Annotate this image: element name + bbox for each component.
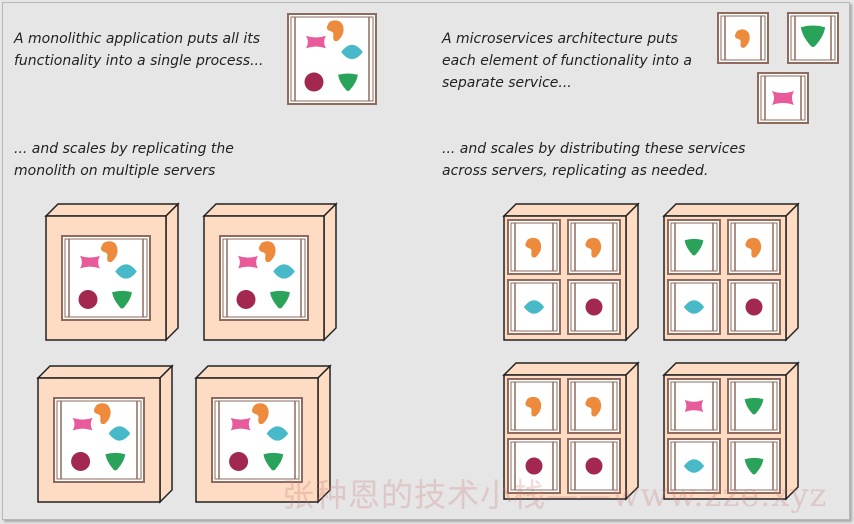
pink-bowtie-icon: [80, 255, 100, 269]
orange-blob-icon: [326, 20, 344, 42]
service-cyan-diamond: [667, 438, 721, 494]
green-triangle-icon: [744, 457, 764, 475]
maroon-circle-icon: [304, 72, 324, 92]
monolith-process: [211, 397, 303, 483]
pink-bowtie-icon: [230, 417, 251, 431]
service-orange-blob: [507, 219, 561, 275]
orange-blob-icon: [258, 241, 276, 263]
orange-blob-icon: [585, 237, 602, 258]
service-green-triangle: [727, 378, 781, 434]
caption-micro-process: A microservices architecture puts each e…: [442, 31, 692, 91]
green-triangle-icon: [338, 73, 358, 91]
service-orange-blob: [567, 378, 621, 434]
maroon-circle-icon: [525, 457, 543, 475]
cyan-diamond-icon: [115, 264, 137, 279]
caption-monolith-process: A monolithic application puts all its fu…: [14, 31, 264, 69]
orange-blob-icon: [525, 237, 542, 258]
orange-blob-icon: [734, 29, 750, 48]
green-triangle-icon: [270, 290, 290, 309]
pink-bowtie-icon: [306, 35, 326, 49]
watermark-text: 张种恩的技术小栈——www.zze.xyz: [282, 476, 828, 514]
pink-bowtie-icon: [684, 400, 704, 412]
maroon-circle-icon: [745, 298, 763, 316]
orange-blob-icon: [745, 237, 762, 258]
monolith-process: [219, 235, 309, 321]
monolith-process: [61, 235, 151, 321]
maroon-circle-icon: [229, 451, 249, 471]
cyan-diamond-icon: [108, 426, 131, 441]
orange-blob-icon: [100, 241, 118, 263]
maroon-circle-icon: [236, 289, 256, 309]
orange-blob-icon: [251, 403, 269, 425]
caption-monolith-scale: ... and scales by replicating the monoli…: [14, 141, 234, 179]
maroon-circle-icon: [78, 289, 98, 309]
pink-bowtie-icon: [72, 417, 93, 431]
cyan-diamond-icon: [341, 44, 363, 60]
cyan-diamond-icon: [266, 426, 289, 441]
cyan-diamond-icon: [273, 264, 295, 279]
cyan-diamond-icon: [523, 300, 545, 314]
orange-blob-icon: [93, 403, 111, 425]
maroon-circle-icon: [585, 457, 603, 475]
monolith-process: [287, 13, 377, 105]
orange-blob-icon: [585, 396, 602, 417]
pink-bowtie-icon: [238, 255, 258, 269]
monolith-process: [53, 397, 145, 483]
green-triangle-icon: [112, 290, 132, 309]
maroon-circle-icon: [585, 298, 603, 316]
green-triangle-icon: [263, 452, 284, 471]
cyan-diamond-icon: [683, 300, 705, 314]
caption-micro-scale: ... and scales by distributing these ser…: [442, 141, 746, 179]
pink-bowtie-icon: [772, 91, 794, 105]
green-triangle-icon: [800, 25, 826, 47]
orange-blob-icon: [525, 396, 542, 417]
green-triangle-icon: [105, 452, 126, 471]
cyan-diamond-icon: [683, 459, 705, 473]
green-triangle-icon: [684, 238, 704, 256]
maroon-circle-icon: [71, 451, 91, 471]
green-triangle-icon: [744, 397, 764, 415]
